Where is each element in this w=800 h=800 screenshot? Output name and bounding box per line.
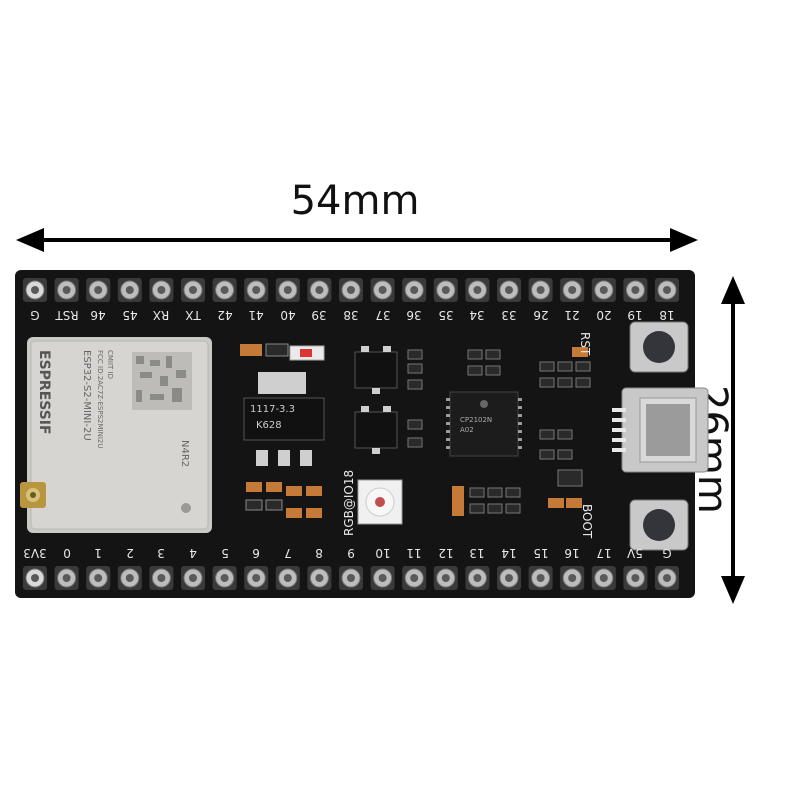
pin-label: 13: [469, 546, 486, 560]
pin-label: 9: [347, 546, 355, 560]
bottom-pin-row: [23, 566, 679, 590]
pin-label: 35: [438, 308, 454, 322]
pin-label: 45: [122, 308, 138, 322]
pin-label: TX: [185, 308, 201, 322]
pin-label: 17: [596, 546, 612, 560]
rst-silk-label: RST: [578, 332, 592, 356]
module-variant: N4R2: [179, 440, 190, 468]
pin-label: 38: [343, 308, 359, 322]
pin-label: 8: [315, 546, 324, 560]
module-model: ESP32-S2-MINI-2U: [81, 350, 92, 441]
pin-label: 11: [406, 546, 422, 560]
pin-label: 14: [501, 546, 517, 560]
width-dimension-label: 54mm: [290, 178, 420, 224]
pin-label: 4: [189, 546, 197, 560]
module-marker: [181, 503, 191, 513]
transistor-2: [354, 411, 398, 449]
boot-button-cap[interactable]: [643, 509, 675, 541]
pin-label: 40: [280, 308, 296, 322]
pin-label: 10: [374, 546, 391, 560]
pin-label: 1: [94, 546, 103, 560]
pin-label: 36: [406, 308, 422, 322]
rst-button-cap[interactable]: [643, 331, 675, 363]
pin-label: 12: [438, 546, 454, 560]
pin-label: 42: [216, 308, 233, 322]
pin-label: 34: [469, 308, 486, 322]
pin-label: 3V3: [23, 546, 47, 560]
width-arrow-left-head: [16, 228, 44, 252]
boot-silk-label: BOOT: [580, 504, 594, 539]
pin-label: 18: [659, 308, 675, 322]
transistor-1: [354, 351, 398, 389]
smd-cap: [240, 344, 262, 356]
pin-label: 15: [532, 546, 549, 560]
pin-label: 5: [220, 546, 229, 560]
height-arrow-bottom-head: [721, 576, 745, 604]
smd-res: [265, 343, 289, 357]
pin-label: G: [30, 308, 40, 322]
pin-label: 3: [157, 546, 166, 560]
pin-label: 19: [627, 308, 644, 322]
width-arrow-right-head: [670, 228, 698, 252]
pin-label: 41: [248, 308, 264, 322]
pin-label: 21: [564, 308, 580, 322]
pin-label: 5V: [627, 546, 644, 560]
chip-code: A02: [460, 426, 474, 434]
pin-label: 46: [90, 308, 106, 322]
regulator-code: K628: [256, 420, 282, 431]
pin-label: G: [662, 546, 672, 560]
pin-label: 20: [596, 308, 612, 322]
pin-label: 37: [374, 308, 391, 322]
chip-label: CP2102N: [460, 416, 493, 424]
pin-label: 16: [564, 546, 580, 560]
pin-label: 2: [125, 546, 134, 560]
pin-label: 39: [311, 308, 328, 322]
top-pin-row: [23, 278, 679, 302]
regulator-label: 1117-3.3: [250, 404, 295, 415]
module-fcc: FCC ID:2AC7Z-ESPS2MINI2U: [96, 350, 104, 449]
height-arrow-top-head: [721, 276, 745, 304]
pin-label: RST: [54, 308, 79, 322]
pin-label: 0: [62, 546, 71, 560]
pin-label: 6: [252, 546, 261, 560]
pin-label: 26: [532, 308, 549, 322]
regulator-tab: [258, 372, 306, 394]
regulator: [243, 397, 325, 441]
module-brand: ESPRESSIF: [36, 350, 52, 435]
module-cmiit: CMIIT ID: [106, 350, 114, 380]
rgb-silk-label: RGB@IO18: [342, 469, 356, 536]
pin-label: 7: [283, 546, 292, 560]
pin-label: RX: [153, 308, 170, 322]
pin-label: 33: [501, 308, 517, 322]
